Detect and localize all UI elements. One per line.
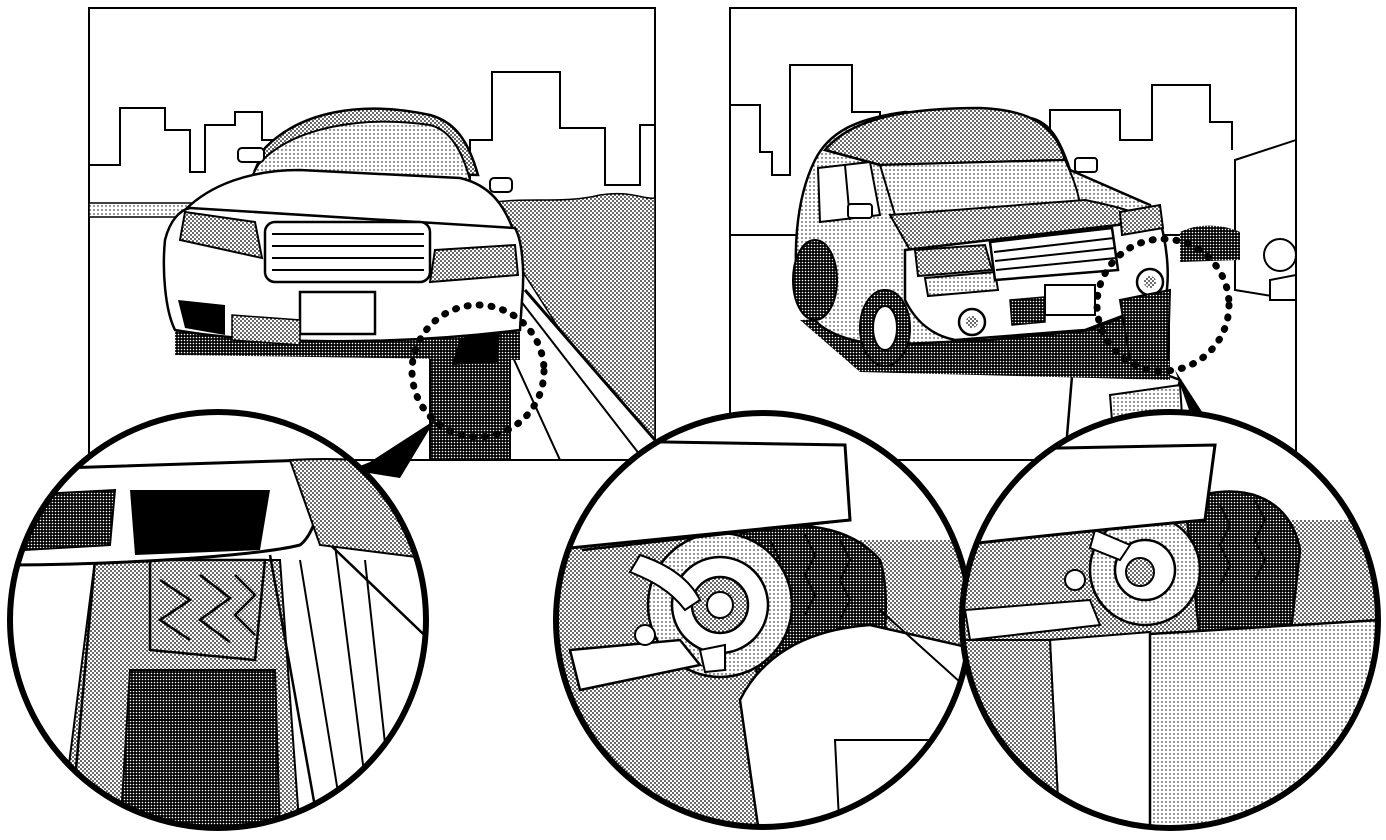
sedan-panel: [88, 7, 656, 478]
callout-suv-tire-block: [959, 409, 1381, 831]
hub: [1125, 557, 1155, 587]
highlight-ring-suv: [1093, 235, 1233, 375]
callout-suv-brake-hub: [553, 410, 973, 830]
sedan-car: [162, 107, 525, 365]
highlight-ring-sedan: [408, 301, 548, 441]
callout-leader: [350, 420, 435, 478]
suv-panel: [729, 7, 1297, 470]
callout-sedan-bumper-tire: [7, 409, 429, 831]
suv-car: [792, 106, 1172, 380]
tire: [148, 558, 267, 662]
